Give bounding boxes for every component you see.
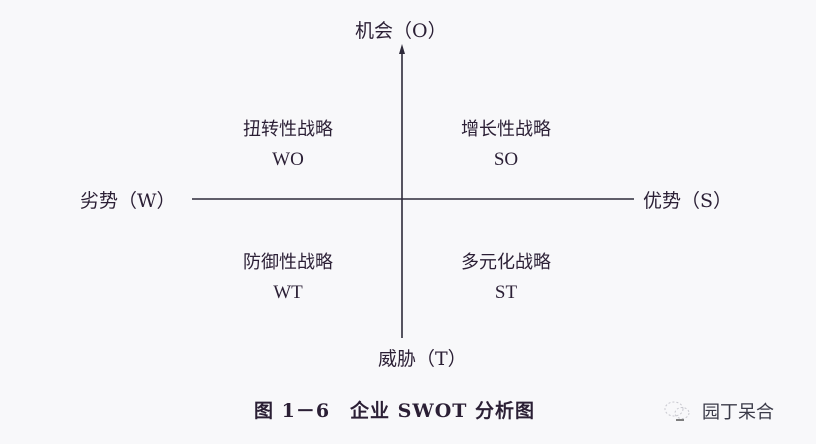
axis-label-weakness: 劣势（W） bbox=[80, 190, 176, 212]
quadrant-wo: 扭转性战略 WO bbox=[218, 115, 358, 175]
wechat-icon bbox=[664, 401, 690, 421]
axis-label-strength: 优势（S） bbox=[643, 190, 733, 212]
watermark: 园丁呆合 bbox=[662, 398, 812, 424]
quadrant-wo-code: WO bbox=[272, 149, 304, 170]
quadrant-wo-name: 扭转性战略 bbox=[243, 119, 333, 140]
quadrant-so-code: SO bbox=[493, 149, 519, 170]
quadrant-wt-code: WT bbox=[273, 282, 303, 303]
watermark-text: 园丁呆合 bbox=[702, 402, 774, 423]
quadrant-st-name: 多元化战略 bbox=[461, 252, 551, 273]
axis-label-opportunity: 机会（O） bbox=[355, 20, 447, 42]
quadrant-so: 增长性战略 SO bbox=[436, 115, 576, 175]
quadrant-st-code: ST bbox=[494, 282, 518, 303]
axis-label-threat: 威胁（T） bbox=[378, 348, 467, 370]
quadrant-wt: 防御性战略 WT bbox=[218, 248, 358, 308]
quadrant-so-name: 增长性战略 bbox=[461, 119, 551, 140]
quadrant-st: 多元化战略 ST bbox=[436, 248, 576, 308]
figure-caption: 图 1－6 企业 SWOT 分析图 bbox=[254, 400, 536, 422]
quadrant-wt-name: 防御性战略 bbox=[243, 252, 333, 273]
